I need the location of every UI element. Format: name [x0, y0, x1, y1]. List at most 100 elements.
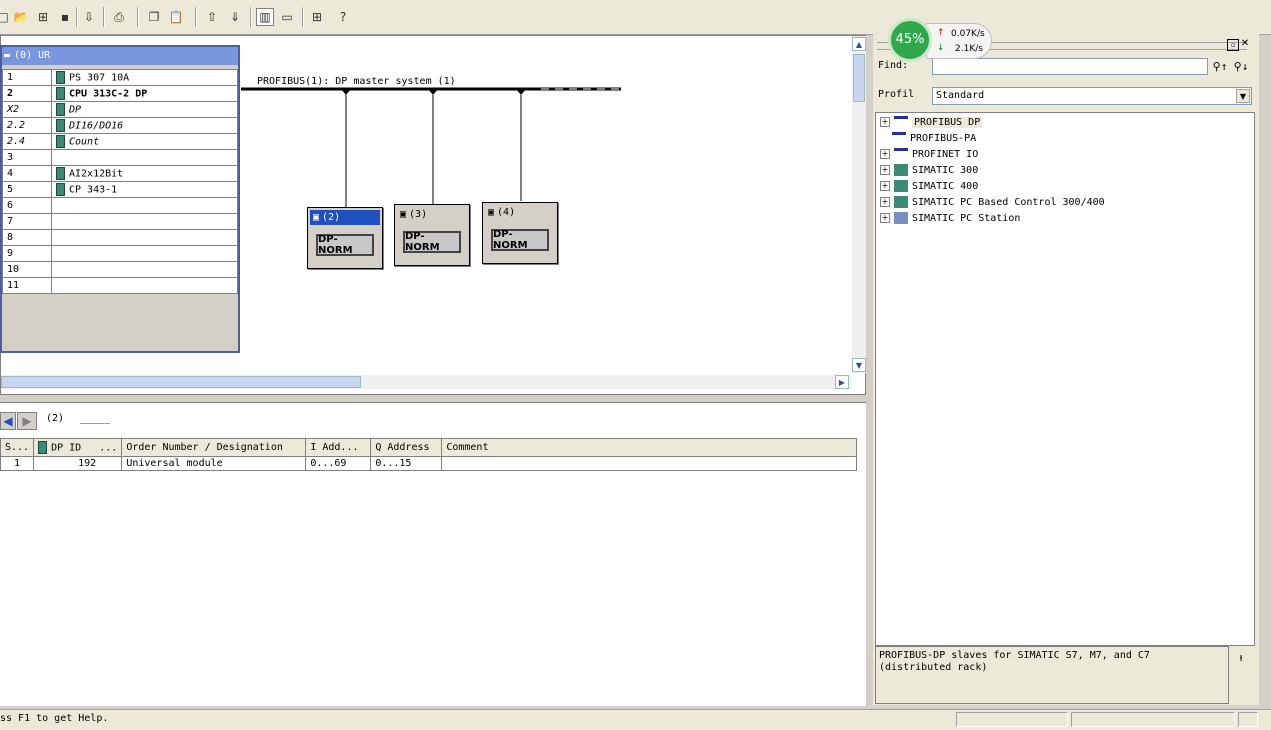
col-order-number[interactable]: Order Number / Designation: [121, 438, 307, 457]
dp-slave-3[interactable]: ▣(3) DP-NORM: [394, 204, 470, 266]
new-icon[interactable]: □: [0, 10, 9, 24]
network-icon[interactable]: ⊞: [311, 10, 323, 24]
close-icon[interactable]: ✕: [1240, 38, 1250, 49]
forward-arrow-icon[interactable]: ▶: [17, 412, 37, 430]
module-icon: [56, 167, 65, 180]
slot-module: CP 343-1: [51, 181, 238, 198]
horizontal-scrollbar[interactable]: ▶: [1, 375, 851, 389]
tree-item[interactable]: +SIMATIC 300: [876, 163, 978, 179]
tree-item[interactable]: +SIMATIC 400: [876, 179, 978, 195]
tree-item[interactable]: + PROFINET IO: [876, 147, 978, 163]
upload-speed: 0.07K/s: [951, 29, 985, 39]
expand-icon[interactable]: +: [880, 117, 890, 127]
module-label: CPU 313C-2 DP: [69, 88, 148, 100]
rack-slot-row[interactable]: 9: [2, 245, 238, 262]
slot-number: X2: [2, 101, 52, 118]
slave-type: DP-NORM: [491, 229, 549, 251]
vertical-scrollbar[interactable]: ▲ ▼: [852, 36, 866, 373]
rack-slot-row[interactable]: 6: [2, 197, 238, 214]
scroll-right-icon[interactable]: ▶: [835, 375, 849, 389]
expand-icon[interactable]: +: [880, 197, 890, 207]
hardware-catalog: ▫ ✕ Find: ⚲↑ ⚲↓ Profil Standard ▼ +PROFI…: [873, 34, 1259, 705]
save-icon[interactable]: ▪: [60, 10, 70, 24]
slot-module: [51, 213, 238, 230]
tree-item[interactable]: PROFIBUS-PA: [876, 131, 976, 147]
rack-slot-row[interactable]: 10: [2, 261, 238, 278]
help-icon[interactable]: ?: [339, 10, 347, 24]
vertical-scroll-thumb[interactable]: [853, 54, 865, 102]
col-i-address[interactable]: I Add...: [305, 438, 372, 457]
col-comment[interactable]: Comment: [441, 438, 857, 457]
catalog-icon[interactable]: ▥: [256, 8, 274, 26]
col-q-address[interactable]: Q Address: [370, 438, 443, 457]
rack-slot-row[interactable]: 8: [2, 229, 238, 246]
restore-icon[interactable]: ▫: [1227, 39, 1239, 51]
open-icon[interactable]: 📂: [13, 10, 29, 24]
slot-number: 1: [2, 69, 52, 86]
tree-item[interactable]: + SIMATIC PC Station: [876, 211, 1020, 227]
scroll-up-icon[interactable]: ▲: [852, 37, 866, 51]
download-module-icon[interactable]: ⇓: [229, 10, 241, 24]
find-up-icon[interactable]: ⚲↑: [1212, 60, 1228, 73]
expand-icon[interactable]: [880, 134, 888, 142]
find-down-icon[interactable]: ⚲↓: [1233, 60, 1249, 73]
back-arrow-icon[interactable]: ◀: [0, 412, 16, 430]
dp-slave-2[interactable]: ▣(2) DP-NORM: [307, 207, 383, 269]
network-speed-widget[interactable]: ↑ 0.07K/s ↓ 2.1K/s 45%: [888, 18, 994, 62]
copy-icon[interactable]: ❐: [148, 10, 160, 24]
chevron-down-icon[interactable]: ▼: [1236, 89, 1250, 103]
splitter[interactable]: [0, 396, 866, 402]
expand-icon[interactable]: +: [880, 181, 890, 191]
hw-window-icon[interactable]: ▭: [281, 10, 293, 24]
slot-number: 2.4: [2, 133, 52, 150]
expand-icon[interactable]: +: [880, 149, 890, 159]
profile-select[interactable]: Standard ▼: [932, 87, 1252, 105]
status-bar: ss F1 to get Help.: [0, 709, 1271, 730]
upload-icon[interactable]: ⇧: [206, 10, 218, 24]
simatic-icon: [894, 164, 908, 176]
expand-icon[interactable]: +: [880, 213, 890, 223]
slave-icon: ▣: [488, 207, 495, 218]
tree-item[interactable]: +SIMATIC PC Based Control 300/400: [876, 195, 1105, 211]
save-compile-icon[interactable]: ⊞: [37, 10, 49, 24]
download-icon[interactable]: ⇩: [83, 10, 95, 24]
horizontal-scroll-thumb[interactable]: [1, 376, 361, 388]
scroll-down-icon[interactable]: ▼: [852, 358, 866, 372]
profinet-icon: [894, 148, 908, 160]
slot-module: DI16/DO16: [51, 117, 238, 134]
table-row[interactable]: 1 192 Universal module 0...69 0...15: [0, 456, 857, 471]
find-input[interactable]: [932, 58, 1208, 75]
tree-item-label: PROFINET IO: [912, 149, 979, 160]
simatic-icon: [894, 180, 908, 192]
col-slot[interactable]: S...: [0, 438, 35, 457]
slave-title-bar: ▣(2): [310, 210, 380, 225]
tree-item-label: SIMATIC PC Station: [912, 213, 1021, 224]
tree-item[interactable]: +PROFIBUS DP: [876, 115, 983, 131]
slave-type: DP-NORM: [316, 234, 374, 256]
slot-number: 10: [2, 261, 52, 278]
dp-slave-4[interactable]: ▣(4) DP-NORM: [482, 202, 558, 264]
rack-slot-row[interactable]: 11: [2, 277, 238, 294]
expand-icon[interactable]: +: [880, 165, 890, 175]
print-icon[interactable]: ⎙: [114, 9, 124, 24]
rack-slot-row[interactable]: 3: [2, 149, 238, 166]
paste-icon[interactable]: 📋: [168, 10, 184, 24]
slot-number: 3: [2, 149, 52, 166]
module-icon: [56, 119, 65, 132]
slot-number: 2.2: [2, 117, 52, 134]
slave-type: DP-NORM: [403, 231, 461, 253]
rack-slot-row[interactable]: 7: [2, 213, 238, 230]
description-toggle-icon[interactable]: ᵼ: [1237, 651, 1245, 664]
col-dp-id[interactable]: DP ID ...: [33, 438, 123, 457]
slave-icon: ▣: [400, 209, 407, 220]
